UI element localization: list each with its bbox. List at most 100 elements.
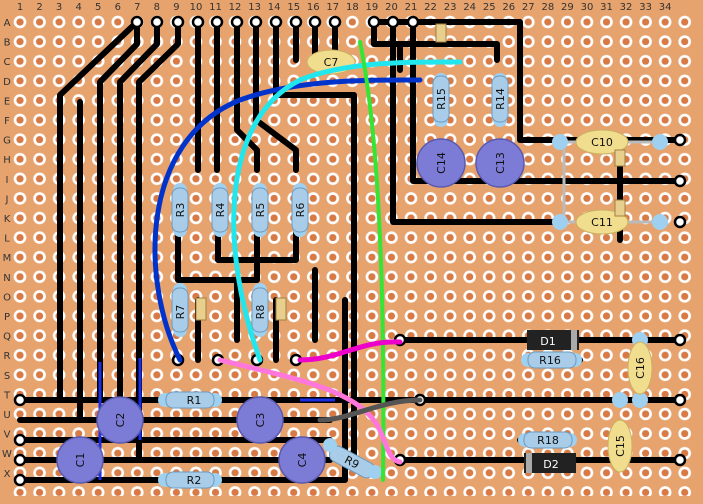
wire-blue xyxy=(152,77,423,363)
label-C16: C16 xyxy=(634,357,647,379)
capacitor-C13: C13 xyxy=(475,138,525,188)
column-label: 15 xyxy=(287,2,300,13)
row-label: X xyxy=(4,469,11,480)
resistor-R4: R4 xyxy=(211,183,229,237)
label-R2: R2 xyxy=(187,474,202,487)
row-label: J xyxy=(5,194,9,205)
column-label: 29 xyxy=(561,2,574,13)
resistor-R8: R8 xyxy=(251,283,269,337)
row-label: N xyxy=(3,273,10,284)
row-label: W xyxy=(2,449,12,460)
column-label: 20 xyxy=(385,2,398,13)
column-label: 25 xyxy=(483,2,496,13)
row-label: G xyxy=(3,136,11,147)
row-label: F xyxy=(4,116,10,127)
trace xyxy=(97,19,140,403)
column-label: 3 xyxy=(56,2,62,13)
column-label: 14 xyxy=(268,2,281,13)
column-label: 26 xyxy=(502,2,515,13)
label-R5: R5 xyxy=(254,203,267,218)
trace xyxy=(371,41,500,63)
small-capacitor xyxy=(435,23,447,43)
column-label: 24 xyxy=(463,2,476,13)
row-label: Q xyxy=(3,332,11,343)
trace xyxy=(410,19,683,184)
label-R3: R3 xyxy=(174,203,187,218)
label-C11: C11 xyxy=(591,216,613,229)
trace xyxy=(57,19,140,403)
column-label: 16 xyxy=(307,2,320,13)
row-label: T xyxy=(3,390,11,401)
trace xyxy=(117,19,160,423)
resistor-R14: R14 xyxy=(491,73,509,127)
column-label: 22 xyxy=(424,2,437,13)
column-label: 11 xyxy=(209,2,222,13)
row-label: U xyxy=(3,410,10,421)
trace xyxy=(253,19,299,173)
capacitor-C14: C14 xyxy=(416,138,466,188)
row-label: P xyxy=(4,312,10,323)
row-label: C xyxy=(4,57,11,68)
label-C2: C2 xyxy=(114,413,127,428)
row-label: L xyxy=(4,234,10,245)
label-C15: C15 xyxy=(614,435,627,457)
resistor-R7: R7 xyxy=(171,283,189,337)
small-capacitor xyxy=(614,199,626,217)
column-label: 1 xyxy=(17,2,23,13)
label-C14: C14 xyxy=(435,152,448,174)
column-label: 27 xyxy=(522,2,535,13)
column-label: 30 xyxy=(581,2,594,13)
capacitor-C3: C3 xyxy=(236,396,284,444)
trace xyxy=(273,19,357,463)
column-label: 8 xyxy=(154,2,160,13)
column-label: 34 xyxy=(659,2,672,13)
resistor-R18: R18 xyxy=(518,431,577,449)
trace xyxy=(17,297,348,483)
label-C3: C3 xyxy=(254,413,267,428)
label-R16: R16 xyxy=(539,354,561,367)
label-R4: R4 xyxy=(214,203,227,218)
resistor-R16: R16 xyxy=(521,351,582,369)
row-label: E xyxy=(4,96,10,107)
row-label: A xyxy=(4,18,11,29)
resistor-R15: R15 xyxy=(432,73,450,127)
column-label: 17 xyxy=(326,2,339,13)
capacitor-C16: C16 xyxy=(627,332,653,408)
row-label: I xyxy=(6,175,9,186)
column-label: 32 xyxy=(620,2,633,13)
small-capacitor xyxy=(195,297,207,321)
label-R6: R6 xyxy=(294,203,307,218)
label-D1: D1 xyxy=(540,335,555,348)
capacitor-C15: C15 xyxy=(607,392,633,473)
diode-D1: D1 xyxy=(527,330,579,350)
label-R15: R15 xyxy=(435,88,448,110)
column-label: 9 xyxy=(173,2,179,13)
label-R14: R14 xyxy=(494,88,507,110)
row-label: K xyxy=(4,214,11,225)
trace xyxy=(175,227,260,283)
label-C4: C4 xyxy=(296,453,309,468)
wire-pink xyxy=(217,357,403,465)
small-capacitor xyxy=(275,297,287,321)
wire-magenta xyxy=(297,339,403,363)
label-C7: C7 xyxy=(324,56,339,69)
resistor-R3: R3 xyxy=(171,183,189,237)
label-C10: C10 xyxy=(591,136,613,149)
column-label: 31 xyxy=(600,2,613,13)
wire-grey xyxy=(317,397,423,423)
column-label: 18 xyxy=(346,2,359,13)
wires xyxy=(152,40,566,482)
label-C13: C13 xyxy=(494,152,507,174)
small-capacitor xyxy=(614,149,626,167)
column-label: 6 xyxy=(115,2,121,13)
resistor-R9: R9 xyxy=(329,445,375,479)
resistor-R1: R1 xyxy=(158,391,222,409)
resistor-R2: R2 xyxy=(158,471,222,489)
column-label: 12 xyxy=(229,2,242,13)
diode-D2: D2 xyxy=(524,453,576,473)
capacitor-C10: C10 xyxy=(552,129,668,155)
wire-green xyxy=(358,40,386,482)
column-label: 23 xyxy=(444,2,457,13)
